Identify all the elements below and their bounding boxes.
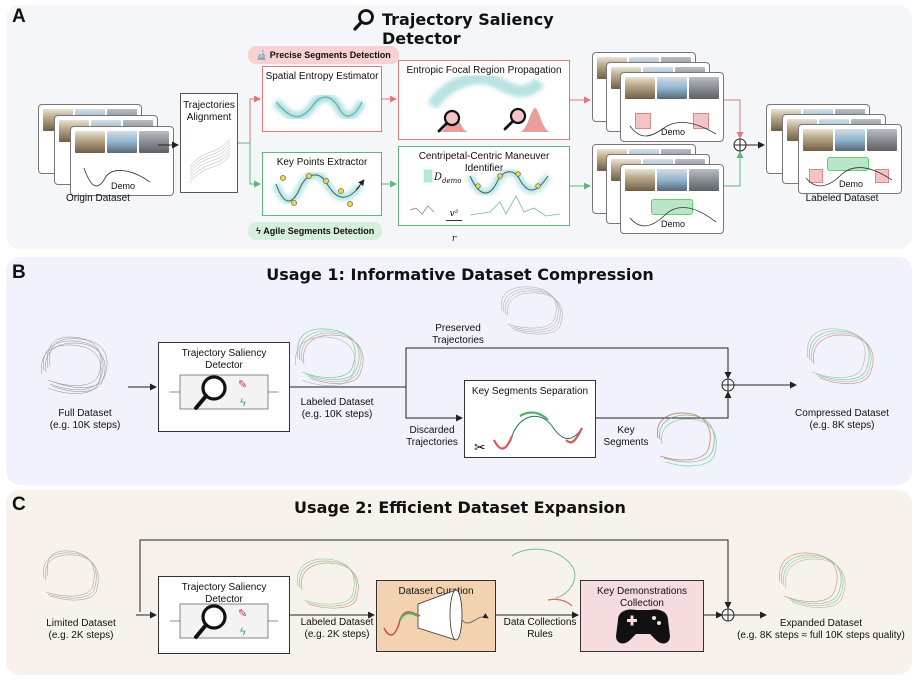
rules-trajectory: [511, 548, 576, 599]
arrow-alignment-to-keypoints: [238, 142, 261, 188]
magnifier-2: [509, 107, 527, 125]
arrow-preserved-to-sum: [405, 347, 732, 387]
data-collections-rules-label: Data Collections Rules: [503, 617, 577, 640]
curvature-signal: [469, 195, 561, 217]
arrow-discarded-to-separation: [405, 387, 463, 422]
demo-label: Demo: [111, 181, 136, 191]
bolt-icon: ϟ: [240, 397, 246, 409]
entropy-curve-line: [275, 96, 363, 118]
red-highlight: [635, 113, 651, 129]
full-dataset-label: Full Dataset (e.g. 10K steps): [49, 408, 121, 431]
origin-trajectory: [83, 167, 151, 187]
panel-b-letter: B: [12, 262, 26, 283]
panel-c-title: Usage 2: Efficient Dataset Expansion: [294, 498, 626, 517]
separation-green-segment: [519, 411, 549, 421]
entropic-focal-label: Entropic Focal Region Propagation: [406, 65, 562, 76]
red-highlight: [809, 169, 823, 183]
keypoint-glow: [272, 170, 364, 205]
trajectories-alignment-label: Trajectories Alignment: [183, 100, 235, 123]
preserved-loop: [501, 286, 563, 335]
scissors-icon: ✂: [474, 439, 486, 455]
magnifier-1: [443, 109, 461, 127]
key-segments-separation-label: Key Segments Separation: [471, 386, 589, 397]
labeled-card-front: Demo: [798, 124, 902, 194]
limited-dataset-loop: [43, 550, 99, 601]
tsd-illustration-c: [170, 603, 278, 639]
origin-card-front: Demo: [70, 126, 174, 196]
bolt-icon: ϟ: [256, 226, 261, 236]
spatial-entropy-label: Spatial Entropy Estimator: [265, 71, 379, 82]
panel-b: [6, 257, 912, 485]
key-points-box: Key Points Extractor: [262, 152, 382, 216]
key-segments-loop: [657, 412, 717, 467]
compressed-loop: [807, 328, 874, 384]
labeled-loop-c: [297, 558, 359, 609]
preserved-trajectories-label: Preserved Trajectories: [432, 323, 484, 346]
labeled-dataset-label-c: Labeled Dataset (e.g. 2K steps): [300, 617, 374, 640]
demo-label: Demo: [661, 219, 686, 229]
trajectories-alignment-box: Trajectories Alignment: [180, 93, 238, 193]
expanded-dataset-label: Expanded Dataset (e.g. 8K steps ≈ full 1…: [737, 618, 905, 641]
labeled-dataset-label: Labeled Dataset: [805, 193, 879, 204]
origin-dataset-label: Origin Dataset: [66, 193, 130, 204]
v2-over-r-fraction: v² r: [446, 196, 462, 257]
panel-c-letter: C: [12, 494, 26, 515]
green-card-front: Demo: [620, 164, 724, 234]
arrow-green-to-sum: [724, 151, 744, 187]
magnifier-icon: [352, 8, 376, 32]
microscope-icon: 🔬: [256, 50, 268, 60]
panel-b-title: Usage 1: Informative Dataset Compression: [266, 265, 654, 284]
panel-a-title: Trajectory Saliency Detector: [382, 10, 554, 48]
arrow-alignment-to-spatial: [238, 95, 261, 144]
green-highlight: [651, 199, 693, 215]
centripetal-label: Centripetal-Centric Maneuver Identifier: [418, 151, 550, 174]
microscope-icon: ✎: [238, 608, 247, 620]
tsd-label-c: Trajectory Saliency Detector: [181, 582, 267, 605]
demo-label: Demo: [661, 127, 686, 137]
demo-label: Demo: [839, 179, 864, 189]
agile-segments-pill: ϟ Agile Segments Detection: [248, 222, 383, 240]
centripetal-glow: [466, 167, 552, 197]
focal-curve: [427, 72, 545, 110]
panel-a-letter: A: [12, 6, 26, 27]
tsd-label-b: Trajectory Saliency Detector: [181, 348, 267, 371]
full-dataset-loop: [41, 336, 108, 394]
limited-dataset-label: Limited Dataset (e.g. 2K steps): [46, 618, 116, 641]
key-points-label: Key Points Extractor: [276, 157, 368, 168]
curation-funnel: [383, 589, 489, 641]
precise-segments-pill: 🔬 Precise Segments Detection: [248, 46, 399, 64]
expanded-loop: [779, 552, 846, 608]
d-demo-symbol: Ddemo: [434, 172, 462, 185]
discarded-trajectories-label: Discarded Trajectories: [406, 425, 458, 448]
focal-peak-2: [520, 108, 550, 132]
keypoints: [280, 173, 353, 207]
keypoint-path: [275, 174, 361, 202]
microscope-icon: ✎: [238, 379, 247, 391]
tsd-illustration-b: [170, 374, 278, 410]
red-card-front: Demo: [620, 72, 724, 142]
compressed-dataset-label: Compressed Dataset (e.g. 8K steps): [795, 408, 889, 431]
alignment-bundle: [189, 138, 231, 183]
labeled-loop-b: [295, 328, 364, 386]
key-segments-label: Key Segments: [603, 425, 649, 448]
bolt-icon: ϟ: [240, 626, 246, 638]
arrow-limited-bypass: [139, 539, 732, 612]
separation-red-segment: [493, 435, 514, 450]
labeled-dataset-label-b: Labeled Dataset (e.g. 10K steps): [300, 397, 374, 420]
centripetal-path: [469, 171, 549, 194]
gamepad-icon: [616, 609, 670, 644]
arrow-red-to-sum: [724, 99, 744, 139]
key-demonstrations-label: Key Demonstrations Collection: [596, 586, 688, 609]
panel-a-arrows: [158, 95, 765, 190]
key-segments-separation-box: Key Segments Separation: [464, 380, 596, 458]
arrow-segments-to-sum: [596, 391, 732, 419]
key-demonstrations-box: Key Demonstrations Collection: [580, 580, 704, 652]
d-demo-swatch: [423, 169, 433, 183]
